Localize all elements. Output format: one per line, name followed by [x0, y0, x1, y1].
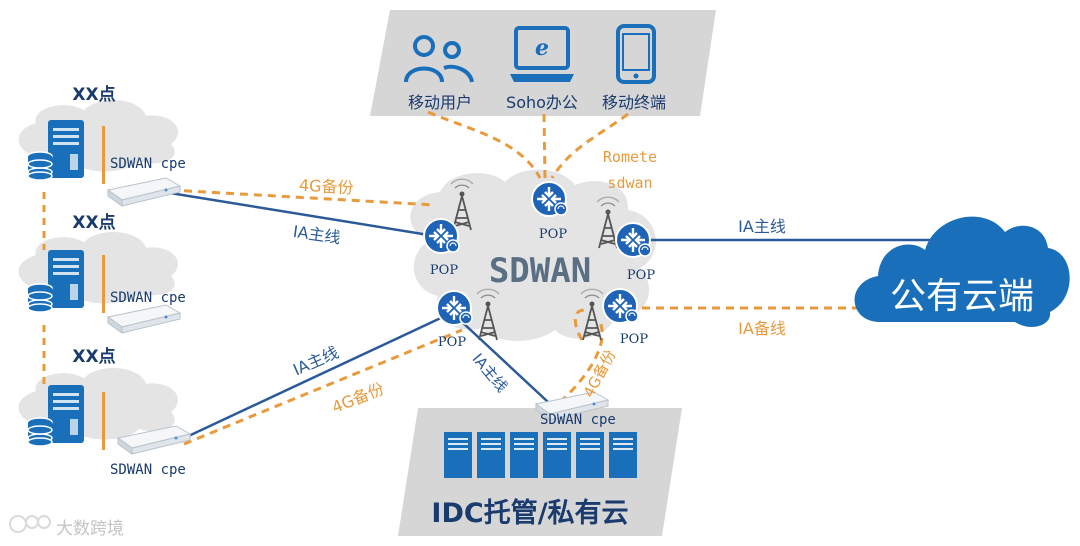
ia-main-link-site3 — [179, 314, 446, 442]
cpe-label-idc: SDWAN cpe — [540, 412, 616, 428]
svg-text:e: e — [535, 35, 549, 61]
server-icon — [48, 250, 84, 308]
database-icon — [27, 151, 53, 181]
cpe-device — [107, 304, 181, 334]
pop-label: POP — [539, 227, 567, 242]
link-label-4g-backup-idc: 4G备份 — [580, 347, 620, 401]
pop-router-icon — [422, 217, 461, 255]
link-label-4g-backup-site3: 4G备份 — [329, 379, 387, 417]
pop-label: POP — [438, 335, 466, 350]
link-label-ia-main-idc: IA主线 — [469, 350, 512, 396]
cpe-label-2: SDWAN cpe — [110, 290, 186, 306]
sdwan-core-cloud — [410, 169, 656, 342]
server-icon — [48, 385, 84, 443]
public-cloud-label: 公有云端 — [890, 276, 1034, 317]
site-label-3: XX点 — [72, 346, 115, 367]
pop-label: POP — [430, 263, 458, 278]
pop-router-icon — [530, 180, 569, 218]
remote-user-label-2: Soho办公 — [506, 93, 578, 112]
server-icon — [48, 120, 84, 178]
pop-label: POP — [627, 268, 655, 283]
laptop-icon: e — [510, 26, 574, 82]
remote-sdwan-label-2: sdwan — [607, 174, 652, 192]
ia-main-link-idc — [461, 321, 549, 403]
pop-label: POP — [620, 332, 648, 347]
cpe-label-3: SDWAN cpe — [110, 462, 186, 478]
remote-link-2 — [542, 113, 547, 179]
link-label-ia-main: IA主线 — [292, 222, 342, 247]
database-icon — [27, 283, 53, 313]
remote-sdwan-label-1: Romete — [603, 148, 657, 166]
remote-link-1 — [427, 110, 542, 179]
database-icon — [27, 417, 53, 447]
sdwan-core-title: SDWAN — [489, 251, 591, 291]
link-label-4g-backup: 4G备份 — [299, 176, 355, 198]
4g-backup-link-site1 — [169, 188, 436, 207]
idc-server-rack-icon — [444, 432, 637, 478]
mobile-phone-icon — [616, 24, 656, 84]
cpe-label-1: SDWAN cpe — [110, 156, 186, 172]
remote-user-label-3: 移动终端 — [602, 93, 666, 112]
remote-users-panel — [370, 10, 716, 116]
idc-label: IDC托管/私有云 — [431, 498, 628, 529]
watermark-text: 大数跨境 — [56, 519, 124, 539]
4g-backup-link-idc-2 — [573, 308, 591, 341]
pop-router-icon — [601, 287, 640, 325]
pop-router-icon — [435, 289, 474, 327]
mobile-users-icon — [404, 35, 474, 83]
public-cloud-shape — [854, 216, 1070, 327]
cpe-device — [107, 177, 181, 207]
ia-main-link-site1 — [169, 191, 436, 238]
site-label-2: XX点 — [72, 212, 115, 233]
link-label-ia-backup: IA备线 — [738, 319, 786, 338]
site-label-1: XX点 — [72, 84, 115, 105]
4g-backup-link-idc — [559, 321, 604, 404]
remote-user-label-1: 移动用户 — [408, 93, 472, 112]
watermark-logo-icon — [9, 515, 51, 533]
link-label-ia-main-cloud: IA主线 — [738, 217, 786, 236]
link-label-ia-main-site3: IA主线 — [290, 343, 341, 380]
remote-link-3 — [550, 112, 629, 179]
pop-router-icon — [614, 221, 653, 259]
